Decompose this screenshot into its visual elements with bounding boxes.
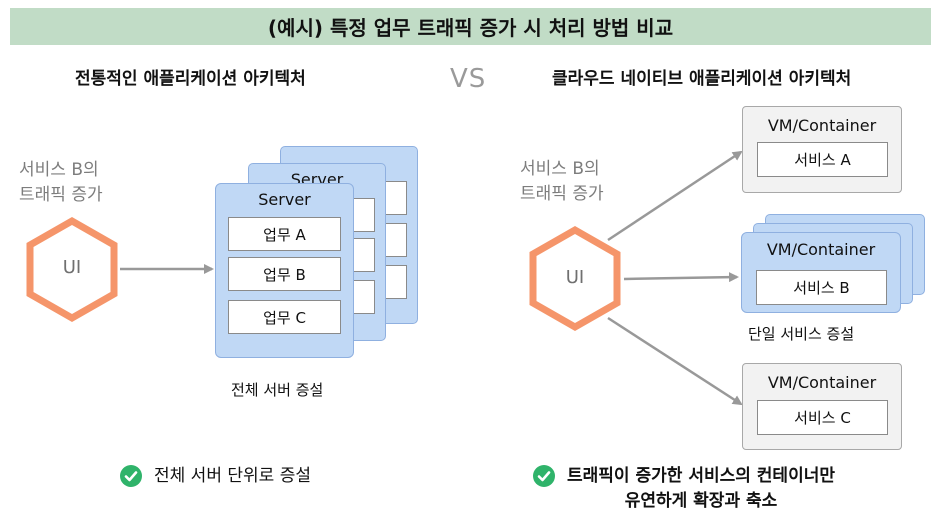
task-a-label: 업무 A [263, 225, 306, 244]
left-benefit-text: 전체 서버 단위로 증설 [154, 466, 311, 486]
service-b-label: 서비스 B [793, 279, 850, 297]
server-middle-slot [351, 238, 375, 272]
container-c-title: VM/Container [767, 373, 877, 392]
check-circle-icon [120, 465, 142, 487]
right-traffic-line-2: 트래픽 증가 [520, 184, 604, 204]
right-heading: 클라우드 네이티브 애플리케이션 아키텍처 [552, 69, 852, 89]
right-ui-hexagon [529, 225, 621, 332]
server-back-slot [383, 265, 407, 299]
container-a-title: VM/Container [767, 116, 877, 135]
service-c-label: 서비스 C [794, 409, 851, 427]
server-back-slot [383, 223, 407, 257]
arrow-to-service-b [623, 272, 739, 283]
task-c-box: 업무 C [228, 300, 341, 334]
service-b-box: 서비스 B [756, 270, 887, 305]
vs-label: VS [450, 64, 487, 94]
page-title: (예시) 특정 업무 트래픽 증가 시 처리 방법 비교 [10, 8, 931, 45]
left-traffic-line-2: 트래픽 증가 [19, 185, 103, 205]
left-traffic-label: 서비스 B의 트래픽 증가 [19, 158, 103, 208]
task-c-label: 업무 C [263, 308, 306, 327]
left-caption: 전체 서버 증설 [231, 381, 324, 399]
service-a-box: 서비스 A [757, 142, 888, 177]
service-a-label: 서비스 A [794, 151, 851, 169]
right-benefit-line-2: 유연하게 확장과 축소 [624, 491, 778, 511]
container-c: VM/Container 서비스 C [742, 363, 902, 450]
right-benefit-line-1: 트래픽이 증가한 서비스의 컨테이너만 [567, 466, 835, 486]
server-middle-slot [351, 198, 375, 232]
right-benefit: 트래픽이 증가한 서비스의 컨테이너만 유연하게 확장과 축소 [533, 464, 835, 514]
container-b-title: VM/Container [766, 240, 876, 259]
container-a: VM/Container 서비스 A [742, 106, 902, 193]
left-ui-hexagon [26, 216, 118, 323]
arrow-to-service-c [607, 316, 743, 406]
server-back-slot [383, 181, 407, 215]
right-benefit-text: 트래픽이 증가한 서비스의 컨테이너만 유연하게 확장과 축소 [567, 464, 835, 514]
right-traffic-line-1: 서비스 B의 [520, 159, 600, 179]
task-b-label: 업무 B [263, 265, 306, 284]
right-ui-label: UI [565, 267, 585, 288]
service-c-box: 서비스 C [757, 400, 888, 435]
container-b: VM/Container 서비스 B [741, 232, 901, 313]
left-benefit: 전체 서버 단위로 증설 [120, 465, 311, 487]
page-title-text: (예시) 특정 업무 트래픽 증가 시 처리 방법 비교 [267, 16, 674, 40]
server-front: Server 업무 A 업무 B 업무 C [215, 183, 354, 358]
task-a-box: 업무 A [228, 217, 341, 251]
right-traffic-label: 서비스 B의 트래픽 증가 [520, 157, 604, 207]
left-ui-label: UI [62, 257, 82, 278]
arrow-to-service-a [607, 150, 743, 242]
left-heading: 전통적인 애플리케이션 아키텍처 [75, 69, 306, 89]
left-traffic-line-1: 서비스 B의 [19, 160, 99, 180]
task-b-box: 업무 B [228, 257, 341, 291]
check-circle-icon [533, 465, 555, 487]
server-middle-slot [351, 280, 375, 314]
server-front-title: Server [258, 190, 311, 209]
right-caption: 단일 서비스 증설 [748, 325, 855, 343]
